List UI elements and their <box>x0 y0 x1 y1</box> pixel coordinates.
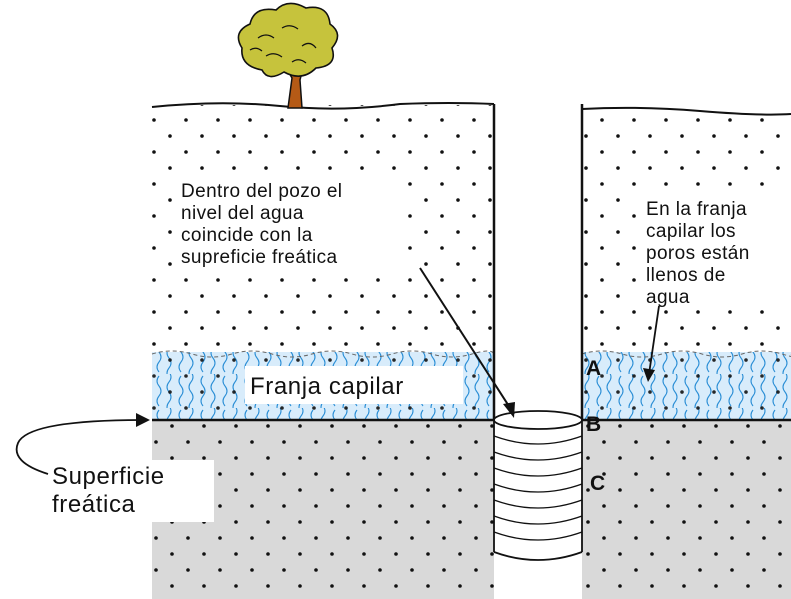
fringe-note-line: agua <box>646 287 690 308</box>
water-table-label-line: freática <box>52 491 136 518</box>
well-casing <box>493 410 583 561</box>
fringe-note-arrow <box>643 305 660 382</box>
fringe-note-line: poros están <box>646 243 750 264</box>
fringe-note-line: En la franja <box>646 199 747 220</box>
fringe-note: En la franja capilar los poros están lle… <box>646 199 755 308</box>
well-note-line: Dentro del pozo el <box>181 181 342 202</box>
water-table-arrow <box>15 413 150 475</box>
ground-surface-right <box>581 106 791 116</box>
point-c-label: C <box>590 472 605 495</box>
well-note: Dentro del pozo el nivel del agua coinci… <box>181 181 348 268</box>
well-note-arrow <box>419 267 515 418</box>
water-table-label: Superficie freática <box>52 463 172 518</box>
well-note-line: coincide con la <box>181 225 313 246</box>
saturated-zone <box>152 420 791 599</box>
well-note-line: supreficie freática <box>181 247 338 268</box>
point-a-label: A <box>586 357 601 380</box>
ground-surface <box>151 102 495 110</box>
water-table-label-line: Superficie <box>52 463 165 490</box>
point-b-label: B <box>586 413 601 436</box>
well-water-surface <box>493 410 583 430</box>
tree-icon <box>237 2 339 109</box>
fringe-note-line: capilar los <box>646 221 736 242</box>
capillary-fringe-label: Franja capilar <box>250 373 404 400</box>
fringe-note-line: llenos de <box>646 265 726 286</box>
well-note-line: nivel del agua <box>181 203 304 224</box>
